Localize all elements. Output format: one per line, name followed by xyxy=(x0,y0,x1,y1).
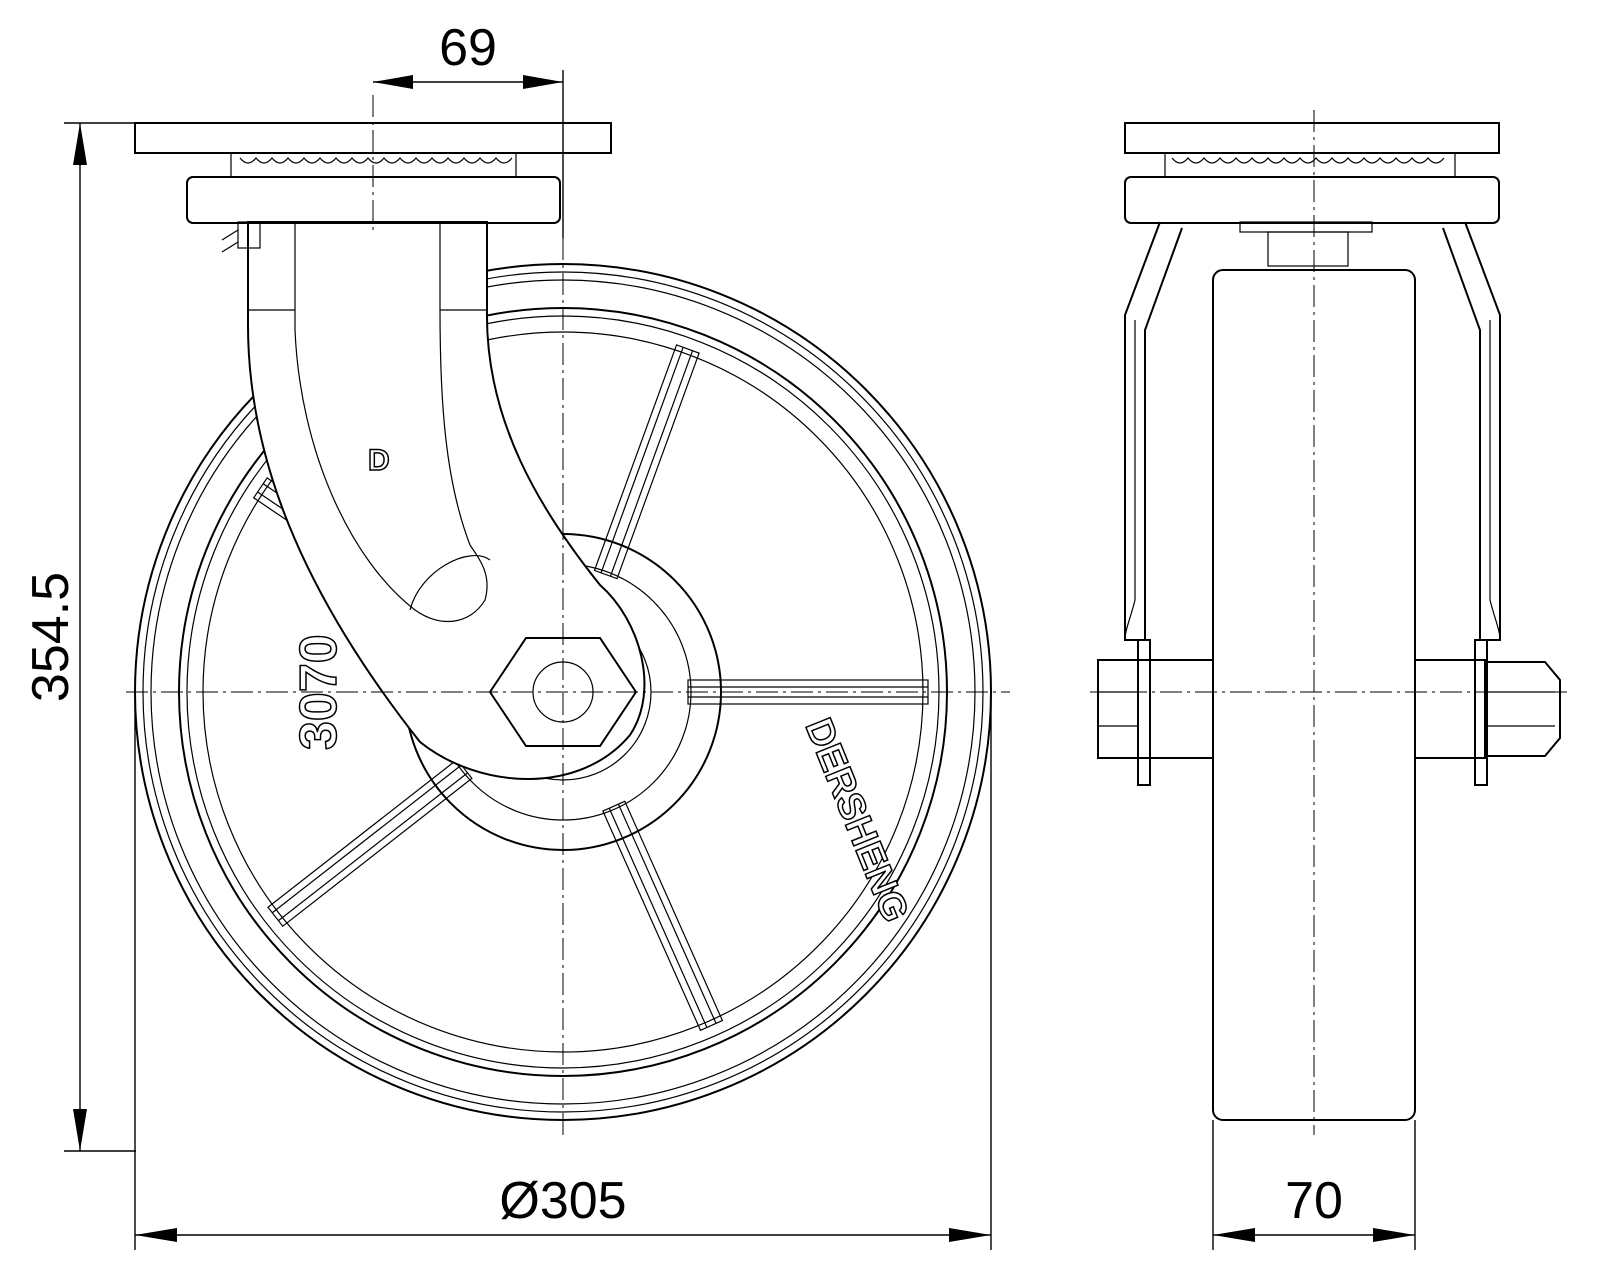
dimension-width: 70 xyxy=(1212,1120,1416,1250)
dimension-height: 354.5 xyxy=(22,122,136,1152)
side-view xyxy=(1090,110,1570,1135)
brand-marking: DERSHENG xyxy=(797,713,917,928)
dimension-offset: 69 xyxy=(373,19,564,238)
offset-dimension-label: 69 xyxy=(439,19,497,77)
front-view: 3070 DERSHENG D xyxy=(126,95,1010,1135)
logo-marking: D xyxy=(368,444,390,477)
dimension-diameter: Ø305 xyxy=(134,692,992,1250)
width-dimension-label: 70 xyxy=(1285,1172,1343,1230)
fork-leg xyxy=(221,221,646,780)
height-dimension-label: 354.5 xyxy=(22,572,80,702)
diameter-dimension-label: Ø305 xyxy=(499,1172,626,1230)
